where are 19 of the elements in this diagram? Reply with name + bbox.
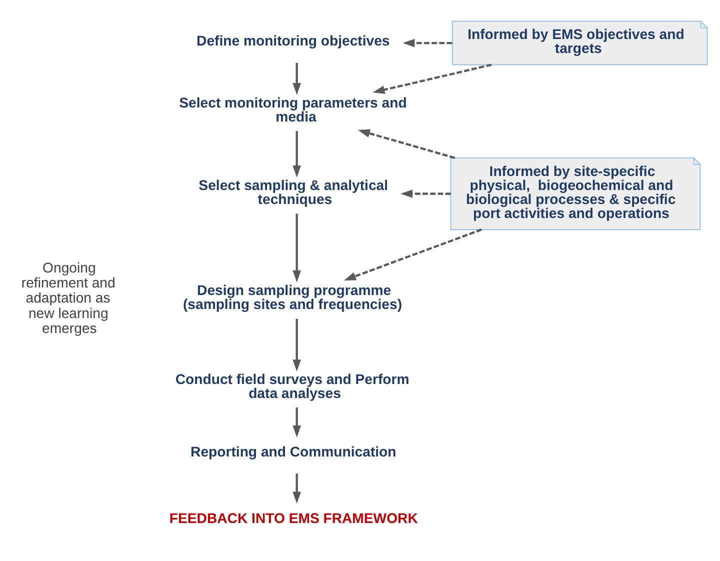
arrow — [292, 214, 302, 282]
node-text: FEEDBACK INTO EMS FRAMEWORK — [169, 510, 418, 526]
arrow — [292, 131, 302, 178]
node-text: Select sampling & analytical techniques — [198, 176, 388, 207]
arrow — [402, 38, 452, 48]
label: Ongoing refinement and adaptation as new learning emerges — [21, 259, 116, 336]
arrow — [400, 190, 451, 198]
arrow — [344, 228, 482, 280]
node-text: Reporting and Communication — [190, 444, 396, 460]
arrow — [372, 64, 492, 94]
arrow — [292, 474, 302, 504]
arrow — [292, 62, 302, 95]
node-text: Select monitoring parameters and media — [179, 94, 407, 125]
node-text: Conduct field surveys and Perform data analyses — [175, 370, 410, 402]
arrow — [292, 318, 302, 372]
node-text: Design sampling programme (sampling sites and frequencies) — [182, 282, 402, 312]
arrow — [358, 129, 456, 159]
arrow — [292, 407, 302, 438]
node-text: Define monitoring objectives — [196, 32, 390, 49]
